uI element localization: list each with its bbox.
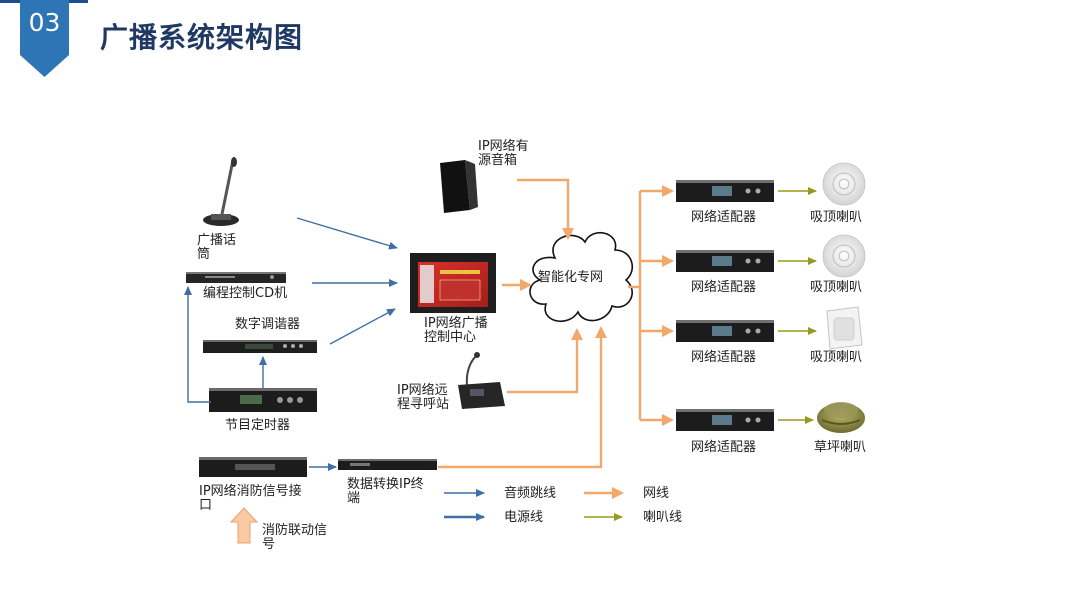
label-control-center: IP网络广播控制中心 [424,316,488,345]
adapter-device-2 [676,250,774,272]
network-connections [438,178,674,469]
label-active-speaker: IP网络有源音箱 [478,139,529,168]
label-paging: IP网络远程寻呼站 [397,383,450,412]
converter-device [338,459,437,470]
timer-device [209,388,317,412]
fire-interface-device [199,457,307,477]
adapter-device-4 [676,409,774,431]
speaker-line-connections [778,187,817,424]
label-adapter-3: 网络适配器 [691,350,757,365]
section-badge [20,0,69,77]
paging-station-device [458,352,505,409]
label-fire-interface: IP网络消防信号接口 [199,484,302,513]
ceiling-speaker-3 [826,306,863,350]
active-speaker-device [440,160,478,213]
ceiling-speaker-2 [822,234,866,278]
legend-network-label: 网线 [643,486,670,501]
label-adapter-1: 网络适配器 [691,210,757,225]
label-speaker-1: 吸顶喇叭 [810,210,863,225]
fire-signal-arrow [229,507,259,544]
label-tuner: 数字调谐器 [235,317,301,332]
ceiling-speaker-1 [822,162,866,206]
blue-connections [184,217,398,471]
legend-audio-label: 音频跳线 [504,486,557,501]
legend-lines [444,487,624,521]
label-cloud: 智能化专网 [538,270,604,285]
tuner-device [203,340,317,353]
label-adapter-2: 网络适配器 [691,280,757,295]
microphone-device [203,157,239,226]
label-timer: 节目定时器 [225,418,291,433]
label-cd: 编程控制CD机 [203,286,288,301]
adapter-device-3 [676,320,774,342]
lawn-speaker [817,402,865,433]
adapter-device-1 [676,180,774,202]
cd-player-device [186,272,286,283]
legend-power-label: 电源线 [504,510,544,525]
label-fire-signal: 消防联动信号 [262,523,328,552]
label-mic: 广播话筒 [197,233,237,262]
control-center-device [410,253,496,313]
label-adapter-4: 网络适配器 [691,440,757,455]
label-speaker-4: 草坪喇叭 [814,440,867,455]
page-title: 广播系统架构图 [100,21,304,54]
label-converter: 数据转换IP终端 [347,477,424,506]
label-speaker-2: 吸顶喇叭 [810,280,863,295]
legend-speaker-label: 喇叭线 [643,510,683,525]
label-speaker-3: 吸顶喇叭 [810,350,863,365]
section-number: 03 [28,8,61,37]
